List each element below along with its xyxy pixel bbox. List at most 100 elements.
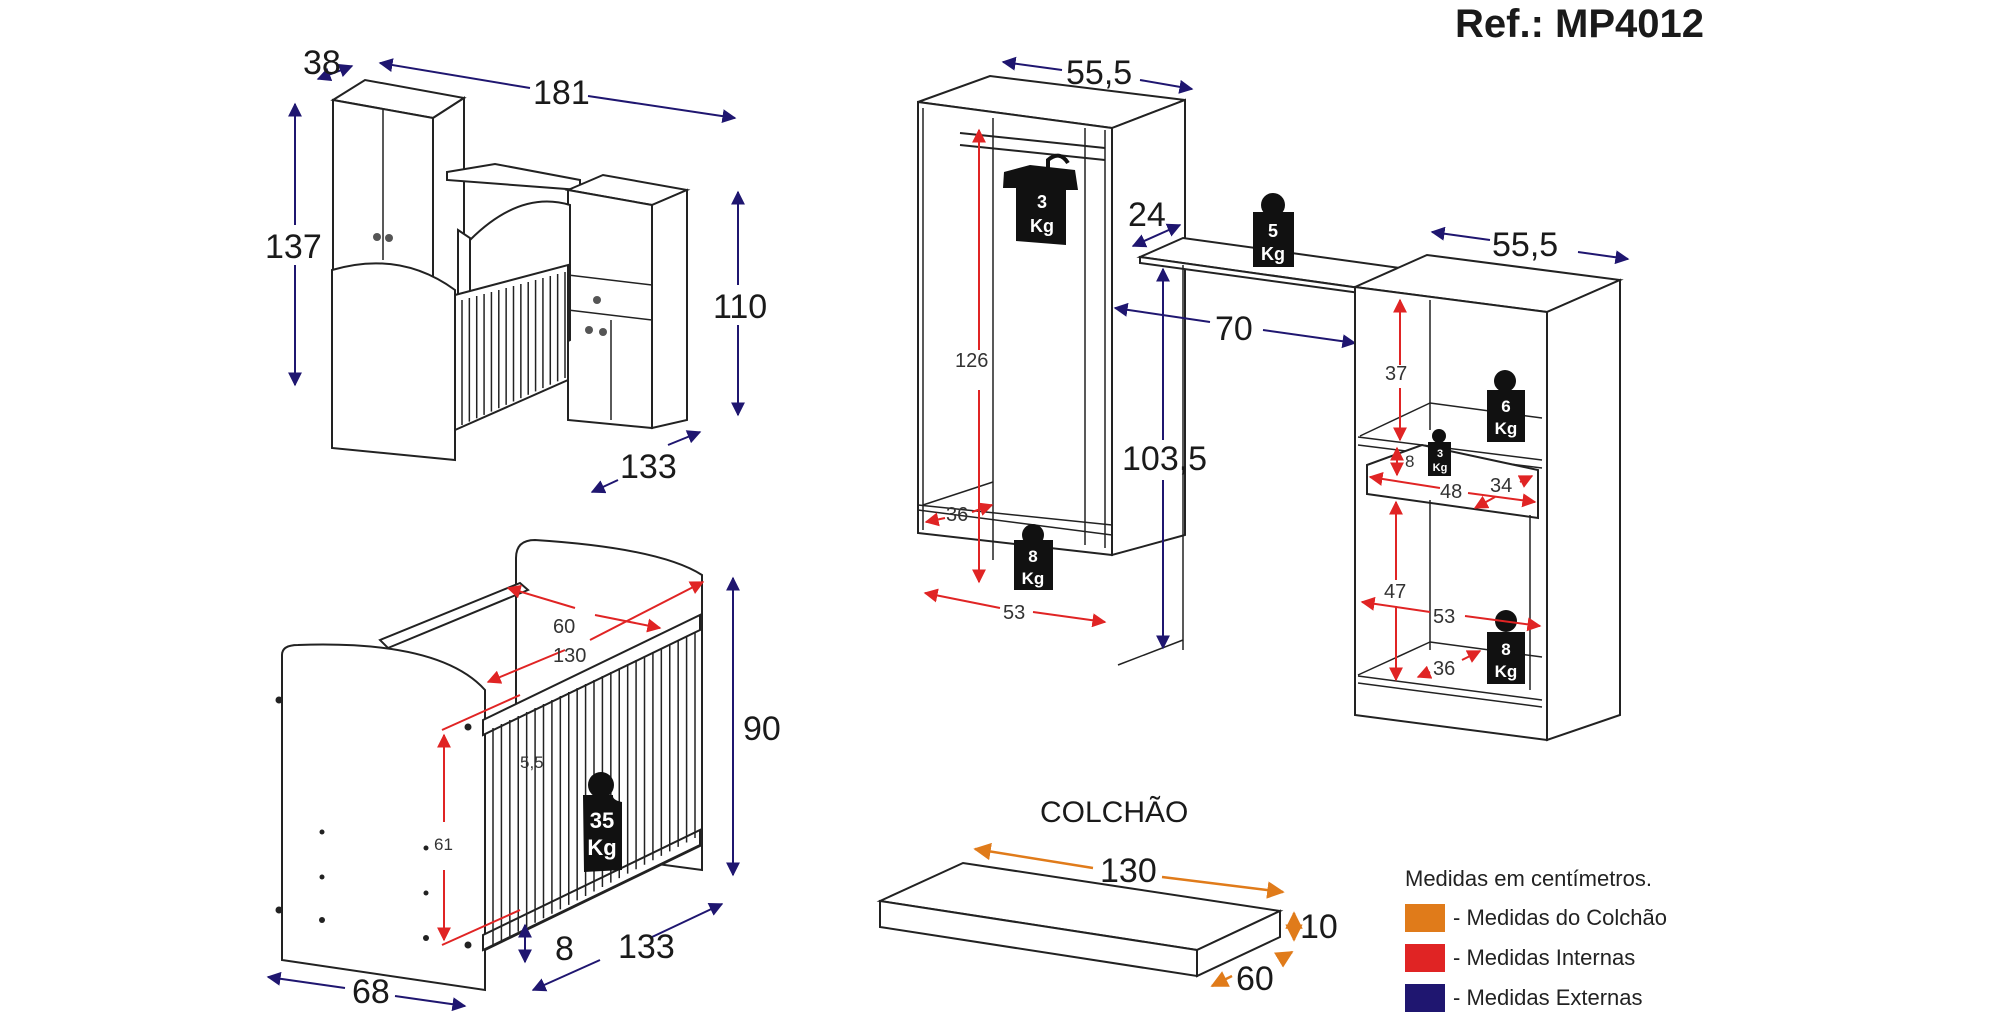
dim-drawer-width: 48: [1440, 481, 1462, 503]
weight-badge-5kg: 5 Kg: [1253, 193, 1294, 267]
dim-width: 60: [1236, 960, 1274, 998]
weight-badge-6kg: 6 Kg: [1487, 370, 1525, 442]
dim-height: 103,5: [1122, 440, 1207, 478]
dim-height: 10: [1300, 908, 1338, 946]
overview-set: 38 181 137 110 133: [265, 44, 767, 494]
svg-text:Kg: Kg: [1261, 244, 1285, 264]
dim-inner-height: 126: [955, 350, 988, 372]
dim-slat-gap: 5,5: [520, 753, 544, 772]
dim-wardrobe-height: 137: [265, 228, 322, 266]
dim-line: [531, 959, 601, 992]
dim-line: [1273, 950, 1294, 968]
crib-slats: [461, 272, 566, 425]
crib-detail: 60 130 5,5 61 35 Kg 90 8 133 68: [266, 538, 781, 1012]
dim-line: [1131, 223, 1182, 248]
dim-depth: 24: [1128, 196, 1166, 234]
knob-icon: [585, 326, 593, 334]
svg-text:6: 6: [1501, 397, 1510, 416]
knob-icon: [593, 296, 601, 304]
legend-swatch-external: [1405, 984, 1445, 1012]
overview-crib: [331, 200, 571, 462]
knob-icon: [599, 328, 607, 336]
dim-line: [1001, 56, 1063, 71]
dim-inner-depth: 36: [946, 504, 968, 526]
weight-icon: [1494, 370, 1516, 392]
legend-label: - Medidas Internas: [1453, 945, 1636, 970]
dim-line: [590, 479, 619, 494]
dim-width: 55,5: [1066, 54, 1132, 92]
dim-line: [1461, 650, 1482, 663]
dim-inner-width: 60: [553, 616, 575, 638]
dim-line: [651, 903, 724, 938]
svg-text:Kg: Kg: [587, 835, 616, 860]
dim-line: [1113, 302, 1211, 323]
dim-line: [266, 971, 346, 989]
legend-label: - Medidas do Colchão: [1453, 905, 1668, 930]
dim-line: [1473, 495, 1496, 509]
legend-item: - Medidas do Colchão: [1405, 898, 1667, 938]
legend-swatch-internal: [1405, 944, 1445, 972]
svg-text:35: 35: [590, 808, 614, 833]
wardrobe-detail: 3 Kg 8 Kg 126 36 53 55,5: [917, 54, 1194, 628]
dim-depth: 38: [303, 44, 341, 82]
dim-drawer-depth: 34: [1490, 475, 1512, 497]
dim-length: 130: [1100, 852, 1157, 890]
dim-inner-width: 53: [1003, 602, 1025, 624]
crib-slats: [492, 632, 696, 945]
mattress-detail: COLCHÃO 130 10 60: [876, 795, 1338, 998]
dim-line: [924, 512, 946, 527]
weight-icon: [588, 772, 614, 798]
dim-width: 68: [352, 973, 390, 1011]
svg-text:3: 3: [1037, 192, 1047, 212]
dim-lower-height: 47: [1384, 581, 1406, 603]
overview-dresser: [564, 173, 691, 430]
dim-line: [1032, 611, 1107, 628]
knob-icon: [385, 234, 393, 242]
dim-line: [1262, 329, 1357, 349]
dim-line: [1368, 472, 1441, 489]
dim-line: [971, 502, 994, 516]
svg-text:Kg: Kg: [1495, 662, 1518, 681]
svg-text:5: 5: [1268, 221, 1278, 241]
dim-inner-length: 130: [553, 645, 586, 667]
mattress-title: COLCHÃO: [1040, 795, 1188, 829]
dim-line: [1467, 492, 1537, 508]
weight-icon: [1432, 429, 1446, 443]
dim-line: [1416, 665, 1433, 679]
dim-width: 181: [533, 74, 590, 112]
weight-badge-8kg: 8 Kg: [1014, 524, 1053, 590]
weight-icon: [1261, 193, 1285, 217]
hanger-icon: [1046, 153, 1070, 176]
dim-top-niche-height: 37: [1385, 363, 1407, 385]
dim-height: 90: [743, 710, 781, 748]
dim-line: [378, 58, 531, 89]
dim-line: [589, 581, 705, 641]
dim-line: [1161, 875, 1285, 899]
dim-line: [1517, 475, 1534, 488]
dim-length: 133: [618, 928, 675, 966]
dim-line: [1360, 596, 1431, 613]
dim-line: [1577, 250, 1630, 265]
legend: Medidas em centímetros. - Medidas do Col…: [1405, 866, 1667, 1018]
dim-line: [1210, 971, 1233, 988]
legend-swatch-mattress: [1405, 904, 1445, 932]
dim-length: 70: [1215, 310, 1253, 348]
svg-text:Kg: Kg: [1022, 569, 1045, 588]
weight-badge-35kg: 35 Kg: [583, 772, 622, 872]
svg-text:8: 8: [1501, 640, 1510, 659]
dim-width: 55,5: [1492, 226, 1558, 264]
dim-line: [667, 430, 702, 446]
dim-ext-line: [441, 694, 521, 731]
svg-text:Kg: Kg: [1495, 419, 1518, 438]
dim-line: [973, 842, 1094, 870]
svg-text:8: 8: [1028, 547, 1037, 566]
legend-label: - Medidas Externas: [1453, 985, 1643, 1010]
svg-text:3: 3: [1437, 448, 1443, 460]
dim-crib-length: 133: [620, 448, 677, 486]
reference-title: Ref.: MP4012: [1455, 2, 1704, 46]
dim-line: [394, 995, 467, 1012]
dim-inner-width: 53: [1433, 606, 1455, 628]
dim-line: [506, 584, 576, 609]
dim-drawer-height: 8: [1405, 452, 1414, 471]
